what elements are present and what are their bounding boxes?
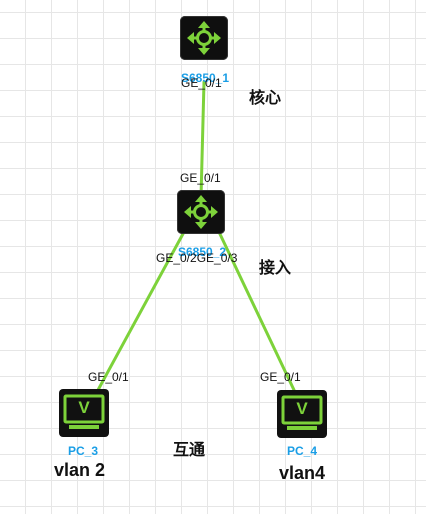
access-switch[interactable]	[177, 190, 225, 234]
switch-icon	[187, 21, 221, 55]
pc4-vlan-label: vlan4	[279, 463, 326, 483]
access-label: 接入	[259, 258, 292, 277]
pc-monitor-icon	[281, 395, 323, 430]
core-switch[interactable]	[180, 16, 228, 60]
pc3-vlan-label: vlan 2	[54, 460, 106, 480]
link-access-pc3	[96, 230, 186, 392]
pc4-glyph: V	[296, 399, 308, 418]
pc3-device[interactable]: V	[59, 389, 109, 437]
access-switch-uplink-port-label: GE_0/1	[180, 171, 221, 185]
pc4-device[interactable]: V	[277, 390, 327, 438]
link-core-access	[199, 80, 206, 200]
switch-icon	[184, 195, 218, 229]
pc-monitor-icon	[63, 394, 105, 429]
link-access-pc4	[217, 230, 296, 392]
access-switch-downlink-port-label: GE_0/2GE_0/3	[156, 251, 238, 265]
pc3-port-label: GE_0/1	[88, 370, 129, 384]
core-switch-port-label: GE_0/1	[181, 76, 222, 90]
access-switch-name: S6850_2	[177, 245, 227, 259]
pc4-port-label: GE_0/1	[260, 370, 301, 384]
core-label: 核心	[249, 88, 282, 107]
core-switch-name: S6850_1	[180, 71, 230, 85]
pc3-glyph: V	[78, 398, 90, 417]
pc3-name: PC_3	[67, 444, 99, 458]
interconnect-label: 互通	[173, 440, 206, 459]
pc4-name: PC_4	[286, 444, 318, 458]
